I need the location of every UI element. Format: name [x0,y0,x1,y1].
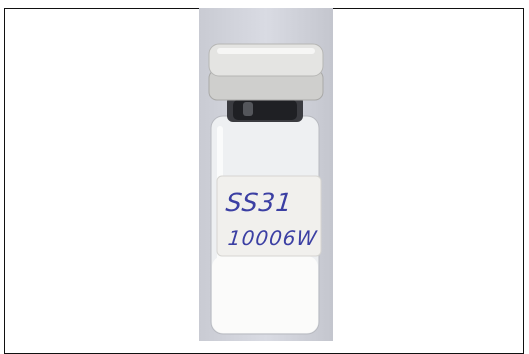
powder-fill [212,256,318,333]
label-paper [216,175,322,257]
stopper [233,100,297,120]
vial-photo: SS31 10006W [199,8,333,341]
cap-shine [217,48,315,54]
label-line-1: SS31 [224,188,295,217]
neck-shine [243,102,253,116]
label-line-2: 10006W [226,226,319,250]
vial-icon [208,43,324,335]
